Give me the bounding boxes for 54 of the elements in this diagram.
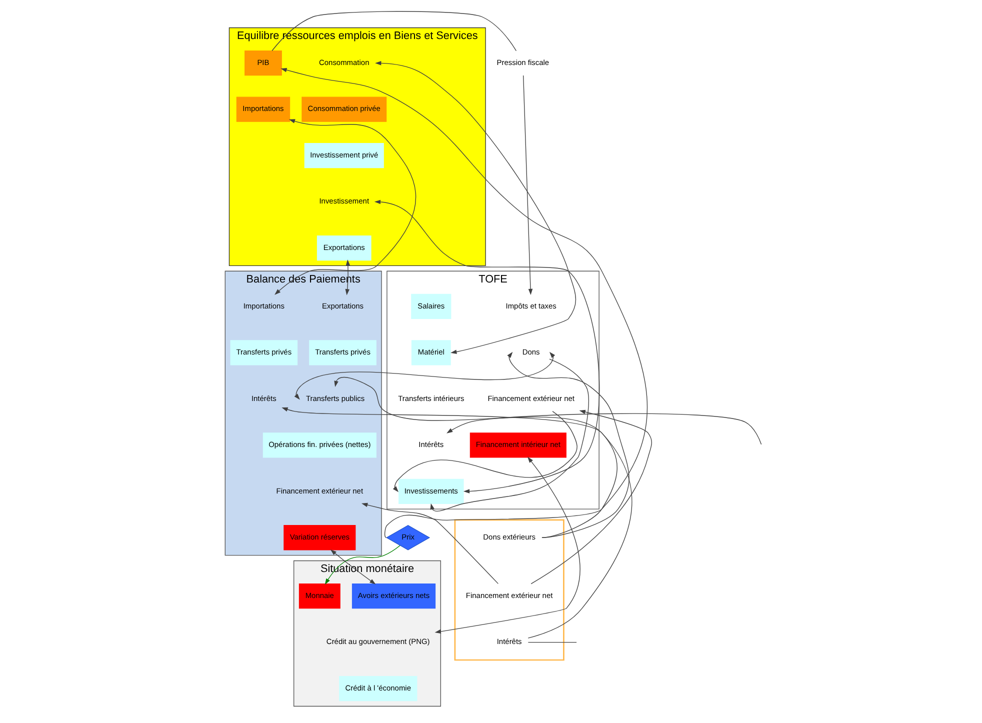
arrow xyxy=(274,119,416,295)
node-box: Crédit à l 'économie xyxy=(339,676,418,702)
arrow xyxy=(522,75,533,295)
node-box: Avoirs extérieurs nets xyxy=(352,584,436,609)
arrow xyxy=(282,407,632,638)
node-box: PIB xyxy=(244,50,282,76)
node-box: Variation réserves xyxy=(284,525,356,550)
arrow xyxy=(334,376,618,538)
node-box: Importations xyxy=(236,96,290,122)
node-text: Crédit au gouvernement (PNG) xyxy=(326,637,430,646)
arrow xyxy=(361,502,498,584)
node-text: Pression fiscale xyxy=(496,58,550,68)
node-text: Financement extérieur net xyxy=(488,394,574,403)
node-box: Monnaie xyxy=(298,584,340,609)
node-box: Exportations xyxy=(316,235,372,261)
node-box: Transferts privés xyxy=(230,340,298,366)
arrow xyxy=(280,68,648,538)
connector xyxy=(528,642,577,643)
arrow xyxy=(507,352,630,538)
node-box: Transferts privés xyxy=(309,340,376,366)
node-text: Dons extérieurs xyxy=(483,532,536,542)
node-text: Intérêts xyxy=(251,394,276,403)
node-text: Transferts intérieurs xyxy=(398,394,464,403)
arrow xyxy=(530,410,652,584)
node-text: Financement extérieur net xyxy=(466,590,553,600)
node-text: Importations xyxy=(243,301,284,310)
arrow xyxy=(294,352,556,400)
node-box: Opérations fin. privées (nettes) xyxy=(262,432,376,458)
node-text: Financement extérieur net xyxy=(276,486,364,496)
node-text: Investissement xyxy=(319,196,370,206)
node-text: Impôts et taxes xyxy=(506,301,556,310)
connector xyxy=(272,11,517,52)
node-box: Consommation privée xyxy=(302,96,387,122)
node-diamond: Prix xyxy=(386,525,430,550)
node-text: Transferts publics xyxy=(306,394,365,403)
node-box: Matériel xyxy=(411,340,451,366)
arrow xyxy=(434,456,580,634)
node-text: Intérêts xyxy=(418,440,444,450)
arrow xyxy=(446,413,762,445)
arrow xyxy=(324,545,400,585)
arrow xyxy=(430,358,589,512)
arrow xyxy=(374,200,600,494)
node-text: Dons xyxy=(522,348,540,357)
cluster xyxy=(454,519,564,661)
node-box: Investissements xyxy=(398,478,464,504)
node-box: Salaires xyxy=(411,294,452,320)
node-text: Exportations xyxy=(322,301,364,310)
node-box: Financement intérieur net xyxy=(470,432,566,458)
arrow xyxy=(345,260,350,296)
arrow xyxy=(375,61,576,354)
node-text: Consommation xyxy=(319,58,370,68)
node-box: Investissement privé xyxy=(304,142,384,168)
arrow xyxy=(392,410,578,492)
node-text: Intérêts xyxy=(496,637,522,646)
